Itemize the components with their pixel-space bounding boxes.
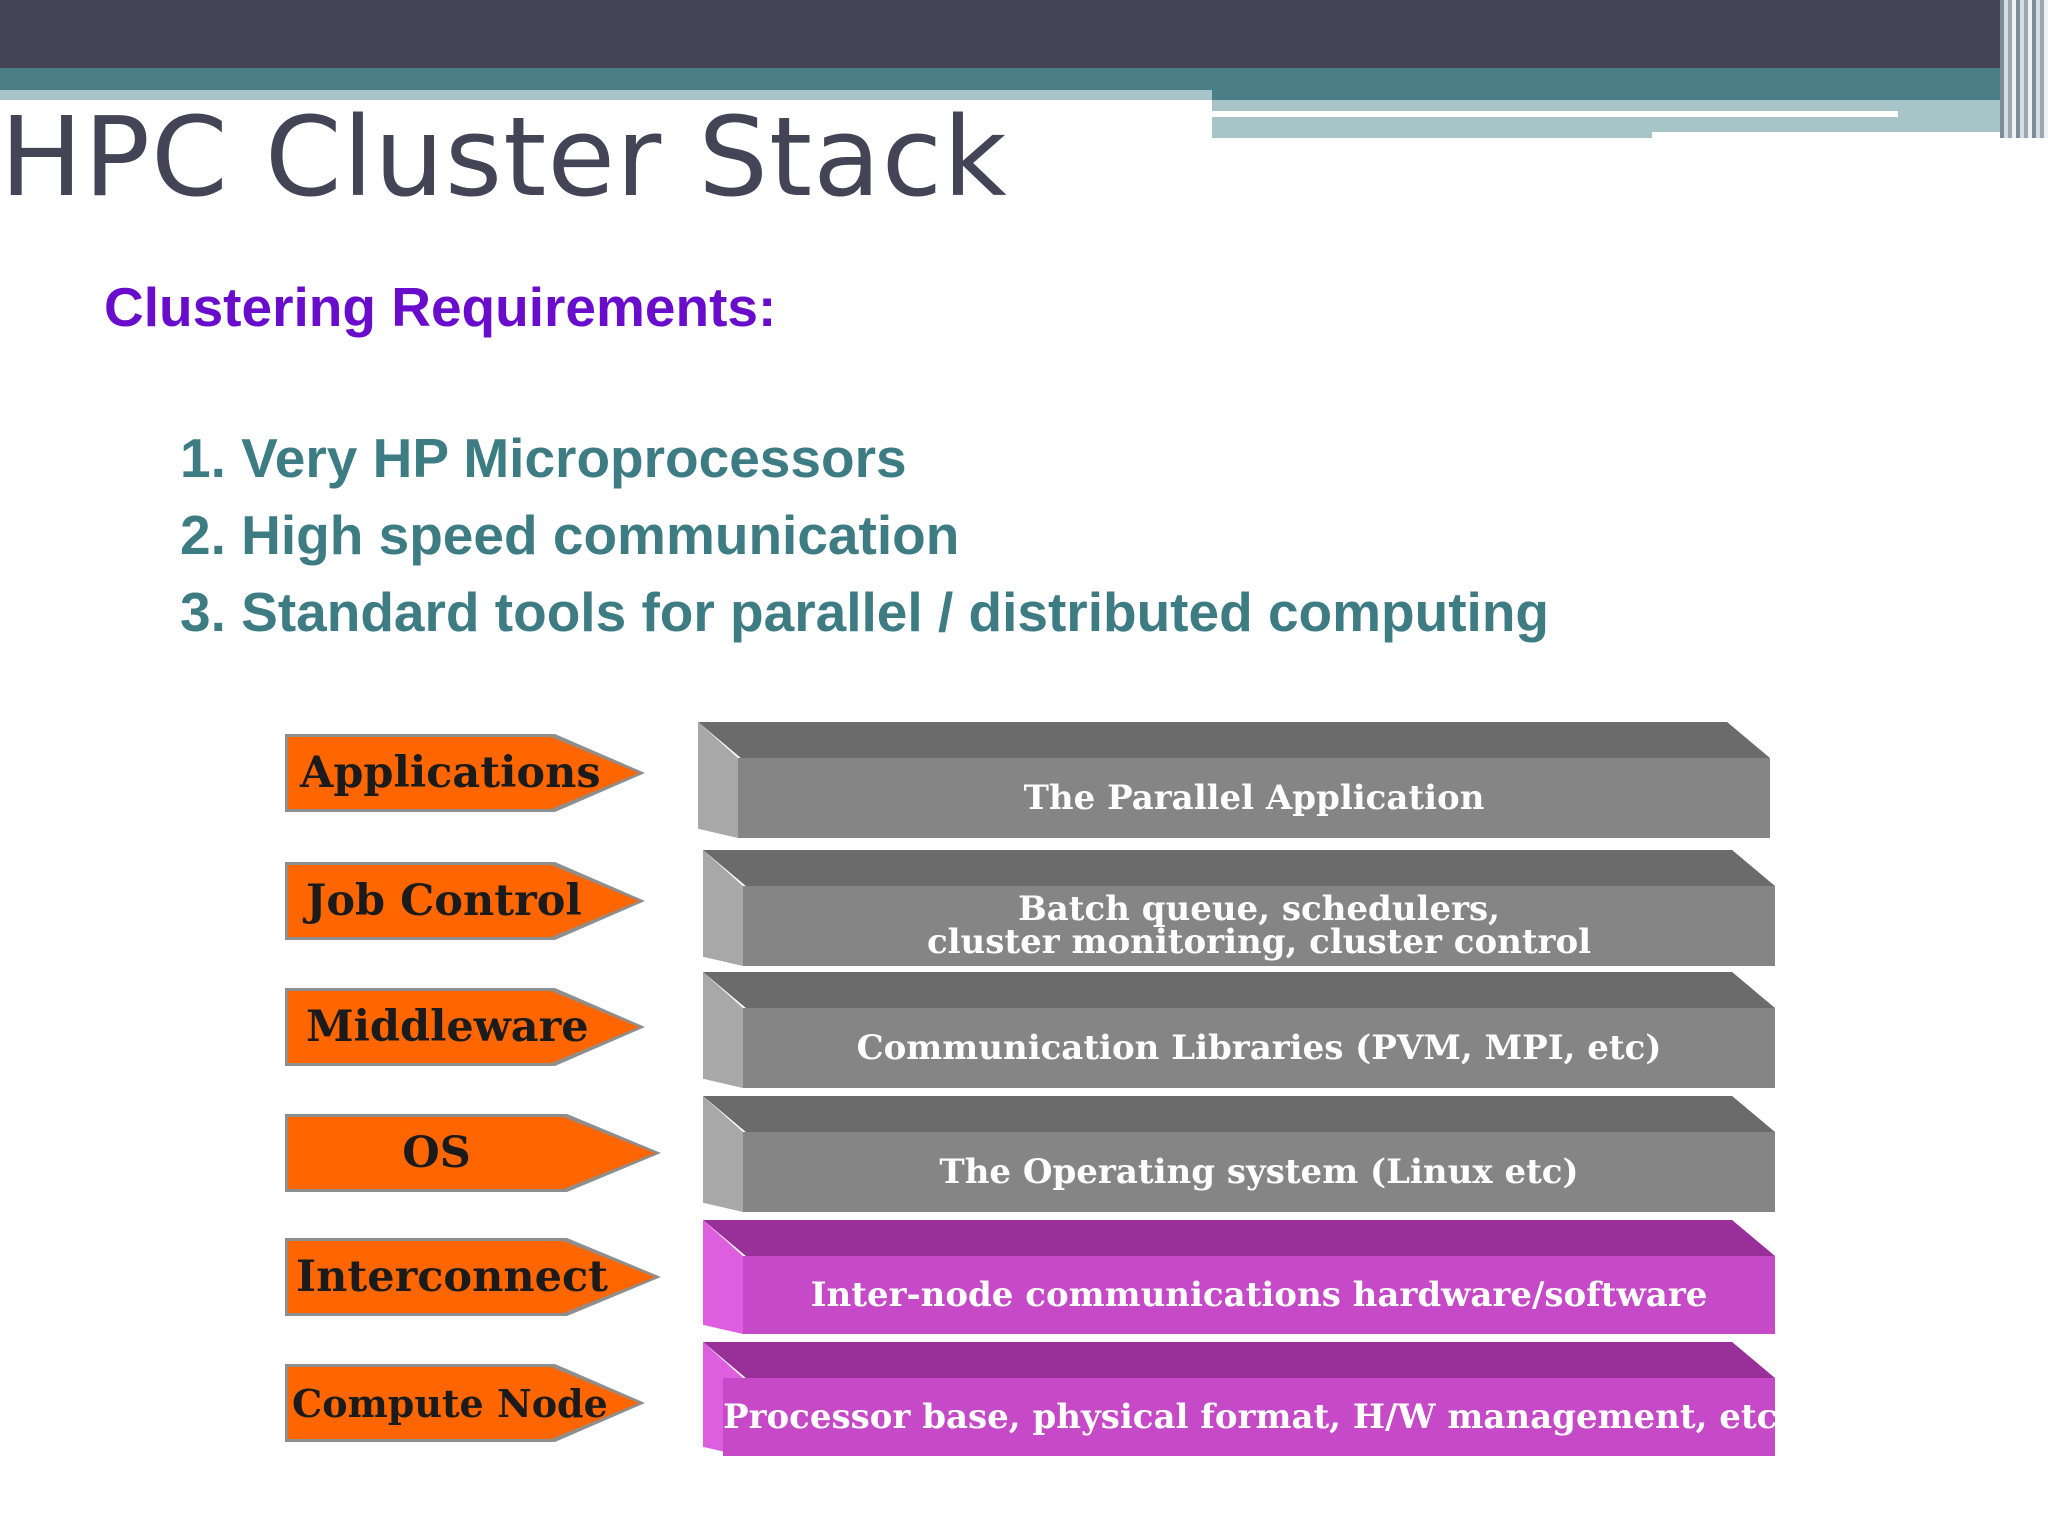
arrow-middleware: Middleware (285, 988, 645, 1066)
header-dark-bar (0, 0, 2048, 68)
header-light-block (1212, 100, 2048, 138)
slide-subtitle: Clustering Requirements: (104, 276, 777, 338)
requirement-item: 2. High speed communication (180, 504, 960, 566)
layer-text-line2: cluster monitoring, cluster control (926, 922, 1592, 962)
arrow-label: Middleware (306, 1002, 589, 1052)
arrow-interconnect: Interconnect (285, 1238, 661, 1316)
requirement-item: 1. Very HP Microprocessors (180, 427, 907, 489)
requirement-item: 3. Standard tools for parallel / distrib… (180, 581, 1550, 643)
layer-text: Communication Libraries (PVM, MPI, etc) (856, 1027, 1662, 1068)
layer-middleware: Communication Libraries (PVM, MPI, etc) (703, 972, 1775, 1088)
layer-text: Processor base, physical format, H/W man… (723, 1396, 1775, 1437)
layer-interconnect: Inter-node communications hardware/softw… (703, 1220, 1775, 1334)
header-edge-stripes (2000, 0, 2048, 138)
arrow-os: OS (285, 1114, 661, 1192)
layer-parallel-application: The Parallel Application (698, 722, 1770, 838)
layer-text: The Operating system (Linux etc) (939, 1151, 1579, 1192)
layer-text-line1: Batch queue, schedulers, (1017, 889, 1500, 929)
arrow-compute-node: Compute Node (285, 1364, 645, 1442)
arrow-label: Compute Node (292, 1380, 608, 1426)
header-white-line (1212, 111, 1898, 117)
header-white-line-2 (1652, 132, 2048, 138)
requirements-list: 1. Very HP Microprocessors 2. High speed… (180, 420, 1549, 651)
arrow-label: Applications (300, 748, 601, 798)
header-light-stripe (0, 90, 1212, 100)
arrow-label: Job Control (306, 876, 582, 926)
arrow-label: OS (402, 1128, 471, 1178)
arrow-label: Interconnect (296, 1252, 609, 1302)
slide-title: HPC Cluster Stack (0, 93, 1008, 221)
layer-text: The Parallel Application (1023, 777, 1485, 818)
arrow-applications: Applications (285, 734, 645, 812)
arrow-job-control: Job Control (285, 862, 645, 940)
layer-operating-system: The Operating system (Linux etc) (703, 1096, 1775, 1212)
layer-compute-node: Processor base, physical format, H/W man… (703, 1342, 1775, 1456)
layer-job-control: Batch queue, schedulers, cluster monitor… (703, 850, 1775, 966)
layer-text: Inter-node communications hardware/softw… (810, 1274, 1708, 1315)
